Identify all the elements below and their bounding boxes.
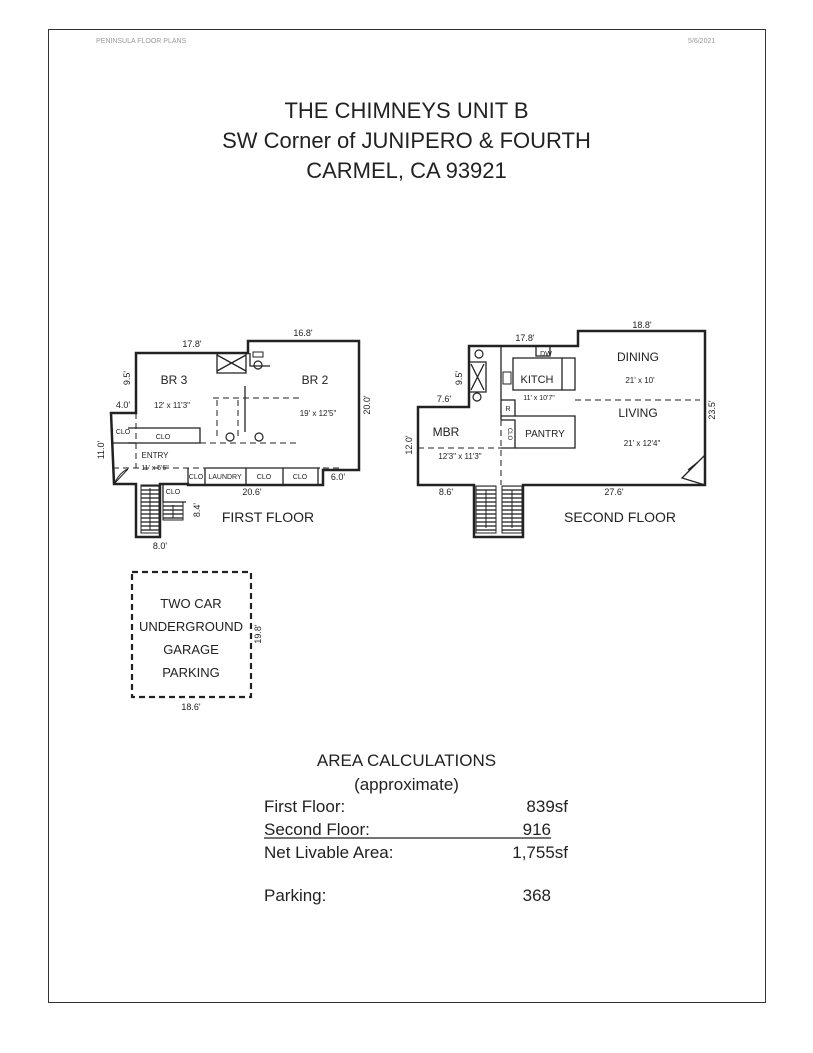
ff-dim-right: 20.0' xyxy=(362,395,372,415)
garage-line-4: PARKING xyxy=(162,665,220,680)
kitch-label: KITCH xyxy=(521,374,554,386)
area-row-value: 1,755sf xyxy=(512,843,568,862)
r-label: R xyxy=(505,406,510,413)
garage-line-2: UNDERGROUND xyxy=(139,619,243,634)
sf-dim-left-lower: 12.0' xyxy=(404,435,414,455)
area-row-value: 916 xyxy=(522,820,551,839)
garage-outline xyxy=(130,570,253,699)
mbr-size: 12'3" x 11'3" xyxy=(438,452,481,461)
living-label: LIVING xyxy=(618,406,657,420)
ff-dim-top-left: 17.8' xyxy=(182,339,202,349)
area-row-value: 839sf xyxy=(526,797,568,816)
second-floor-plan: DW KITCH 11' x 10'7" R CLO PANTRY MBR 12… xyxy=(404,320,717,539)
area-row-label: First Floor: xyxy=(264,797,346,816)
area-row-value: 368 xyxy=(522,886,551,905)
dw-label: DW xyxy=(540,351,552,358)
garage-line-1: TWO CAR xyxy=(160,596,221,611)
sf-dim-bottom-left: 8.6' xyxy=(439,487,454,497)
title-line-2: SW Corner of JUNIPERO & FOURTH xyxy=(222,128,591,153)
ff-dim-stair-height: 8.4' xyxy=(192,503,202,518)
dining-label: DINING xyxy=(617,350,659,364)
clo-b2-label: CLO xyxy=(293,474,308,481)
area-row-label: Second Floor: xyxy=(264,820,370,839)
sf-dim-left-upper: 9.5' xyxy=(454,371,464,386)
clo-mid-label: CLO xyxy=(156,434,171,441)
entry-size: 11' x 5'6" xyxy=(141,465,169,472)
ff-dim-left-lower: 11.0' xyxy=(96,440,106,459)
title-line-1: THE CHIMNEYS UNIT B xyxy=(284,98,529,123)
sf-dim-top-right: 18.8' xyxy=(632,320,652,330)
garage-line-3: GARAGE xyxy=(163,642,219,657)
living-size: 21' x 12'4" xyxy=(624,439,661,448)
title-line-3: CARMEL, CA 93921 xyxy=(306,158,507,183)
garage-depth: 19.8' xyxy=(253,624,263,644)
clo-sf-label: CLO xyxy=(506,428,512,441)
br3-size: 12' x 11'3" xyxy=(154,401,190,410)
area-heading: AREA CALCULATIONS xyxy=(316,751,497,770)
garage-plan: TWO CAR UNDERGROUND GARAGE PARKING 18.6'… xyxy=(130,570,263,712)
area-subheading: (approximate) xyxy=(354,775,459,794)
br3-label: BR 3 xyxy=(161,373,188,387)
clo-small-label: CLO xyxy=(189,474,204,481)
first-floor-label: FIRST FLOOR xyxy=(222,509,314,525)
first-floor-plan: BR 3 12' x 11'3" BR 2 19' x 12'5" CLO CL… xyxy=(96,328,372,551)
ff-dim-bottom: 20.6' xyxy=(242,487,262,497)
page-border xyxy=(48,29,766,1003)
sf-dim-top-left: 17.8' xyxy=(515,333,535,343)
ff-dim-left-upper: 9.5' xyxy=(122,371,132,386)
company-name: PENINSULA FLOOR PLANS xyxy=(96,38,187,45)
ff-dim-step: 4.0' xyxy=(116,400,131,410)
entry-label: ENTRY xyxy=(142,451,170,460)
mbr-label: MBR xyxy=(433,425,460,439)
clo-stair-label: CLO xyxy=(166,489,181,496)
area-row-label: Net Livable Area: xyxy=(264,843,394,862)
ff-dim-stair-width: 8.0' xyxy=(153,541,168,551)
garage-width: 18.6' xyxy=(181,702,201,712)
area-row-label: Parking: xyxy=(264,886,327,905)
laundry-label: LAUNDRY xyxy=(208,474,242,481)
clo-left-label: CLO xyxy=(116,429,131,436)
dining-size: 21' x 10' xyxy=(625,376,655,385)
ff-dim-bottom-right: 6.0' xyxy=(331,472,346,482)
sf-dim-step: 7.6' xyxy=(437,394,452,404)
sf-dim-bottom-right: 27.6' xyxy=(604,487,624,497)
sf-dim-right: 23.5' xyxy=(707,400,717,420)
second-floor-label: SECOND FLOOR xyxy=(564,509,676,525)
kitch-size: 11' x 10'7" xyxy=(523,395,555,402)
ff-dim-top-right: 16.8' xyxy=(293,328,313,338)
br2-label: BR 2 xyxy=(302,373,329,387)
pantry-label: PANTRY xyxy=(525,429,565,440)
second-floor-outline xyxy=(416,329,707,539)
clo-b1-label: CLO xyxy=(257,474,272,481)
plan-date: 5/6/2021 xyxy=(688,38,716,45)
br2-size: 19' x 12'5" xyxy=(300,409,337,418)
